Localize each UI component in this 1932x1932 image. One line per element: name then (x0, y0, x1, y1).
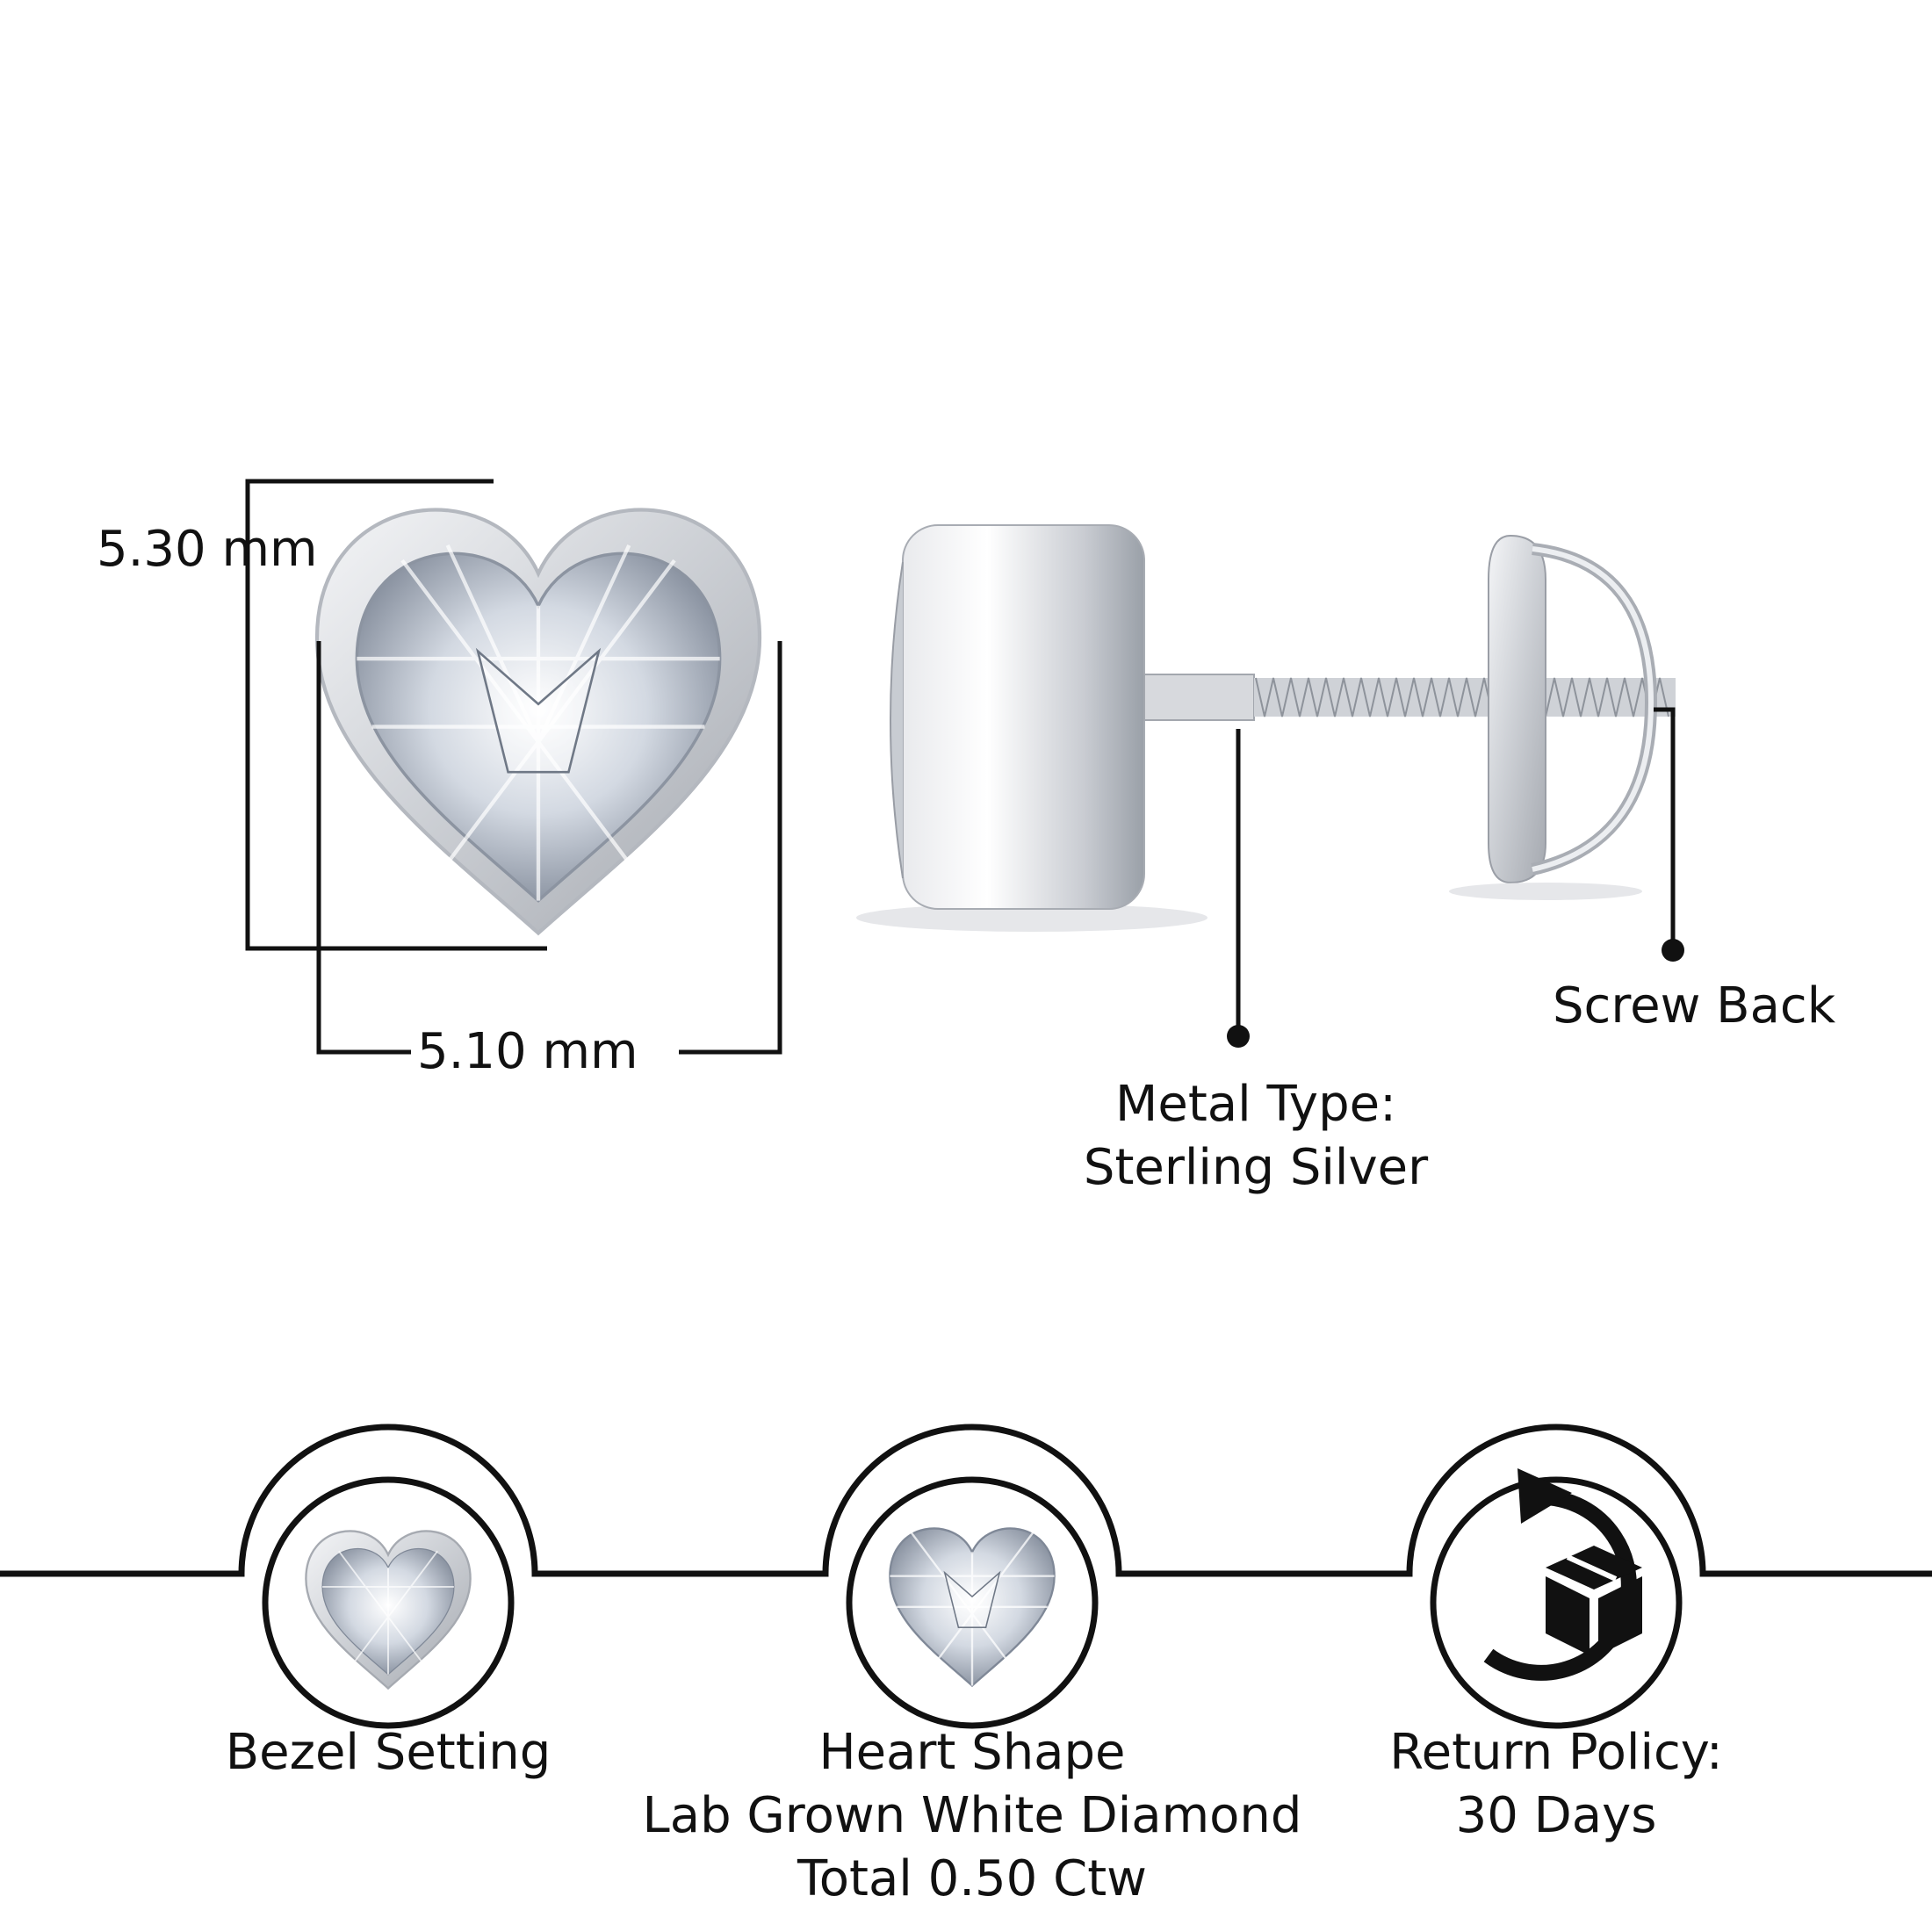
feature-3-line1: Return Policy: (1389, 1724, 1723, 1781)
feature-ring-3 (1430, 1476, 1683, 1729)
return-box-icon (1483, 1468, 1642, 1681)
width-dimension-label: 5.10 mm (417, 1023, 638, 1080)
screw-back-label: Screw Back (1553, 977, 1836, 1034)
bezel-heart-icon (305, 1530, 472, 1690)
feature-caption-2: Heart Shape Lab Grown White Diamond Tota… (621, 1721, 1323, 1911)
feature-caption-3: Return Policy: 30 Days (1337, 1721, 1776, 1848)
earring-side-view (856, 524, 1676, 932)
metal-type-leader (1227, 729, 1250, 1048)
heart-diamond-icon (889, 1527, 1056, 1687)
feature-band (0, 1424, 1932, 1729)
feature-2-line2: Lab Grown White Diamond (642, 1787, 1302, 1844)
feature-3-line2: 30 Days (1455, 1787, 1657, 1844)
metal-type-label: Metal Type: Sterling Silver (1036, 1073, 1475, 1200)
screw-back-leader (1654, 707, 1684, 962)
metal-type-line2: Sterling Silver (1083, 1139, 1429, 1196)
feature-1-line1: Bezel Setting (225, 1724, 551, 1781)
width-dimension-bracket (316, 641, 782, 1055)
height-dimension-label: 5.30 mm (97, 521, 318, 578)
feature-ring-2 (846, 1476, 1099, 1729)
height-dimension-bracket (245, 479, 547, 951)
metal-type-line1: Metal Type: (1115, 1076, 1396, 1133)
feature-2-line1: Heart Shape (818, 1724, 1126, 1781)
feature-ring-1 (262, 1476, 515, 1729)
feature-caption-1: Bezel Setting (169, 1721, 608, 1784)
earring-front-view (317, 509, 760, 933)
feature-2-line3: Total 0.50 Ctw (797, 1850, 1147, 1907)
